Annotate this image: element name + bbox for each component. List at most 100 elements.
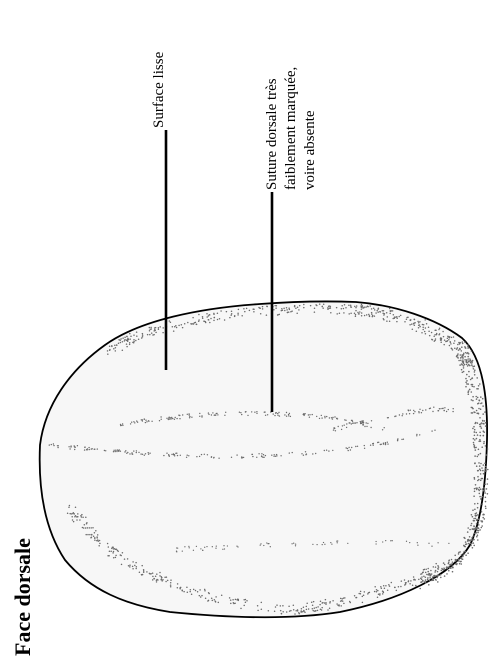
stipple-dot [421,412,422,413]
stipple-dot [262,457,263,458]
stipple-dot [377,596,379,598]
stipple-dot [476,377,478,379]
stipple-dot [429,577,431,579]
stipple-dot [461,563,463,565]
stipple-dot [423,324,425,326]
stipple-dot [413,410,414,411]
stipple-dot [273,413,274,414]
stipple-dot [313,601,315,603]
stipple-dot [405,582,407,584]
stipple-dot [286,412,287,413]
stipple-dot [183,591,185,593]
stipple-dot [476,487,478,489]
stipple-dot [483,490,485,492]
stipple-dot [217,313,219,315]
stipple-dot [341,429,342,430]
stipple-dot [155,332,157,334]
stipple-dot [112,552,114,554]
stipple-dot [474,439,476,441]
stipple-dot [357,312,359,314]
stipple-dot [376,310,378,312]
stipple-dot [204,547,205,548]
stipple-dot [384,588,386,590]
stipple-dot [361,304,363,306]
stipple-dot [251,454,252,455]
stipple-dot [365,306,367,308]
stipple-dot [441,570,443,572]
stipple-dot [193,589,195,591]
stipple-dot [474,374,476,376]
stipple-dot [414,411,415,412]
stipple-dot [442,331,444,333]
stipple-dot [271,455,272,456]
stipple-dot [132,568,134,570]
stipple-dot [469,536,471,538]
stipple-dot [477,534,479,536]
stipple-dot [280,605,282,607]
stipple-dot [436,575,438,577]
stipple-dot [398,316,400,318]
stipple-dot [355,307,357,309]
stipple-dot [152,579,154,581]
stipple-dot [462,343,464,345]
stipple-dot [70,445,71,446]
stipple-dot [273,309,275,311]
stipple-dot [371,312,373,314]
stipple-dot [262,306,264,308]
stipple-dot [347,448,348,449]
stipple-dot [150,327,152,329]
stipple-dot [204,454,205,455]
stipple-dot [164,577,166,579]
stipple-dot [129,453,130,454]
stipple-dot [215,601,217,603]
stipple-dot [91,534,93,536]
stipple-dot [360,421,361,422]
stipple-dot [290,610,292,612]
stipple-dot [374,315,376,317]
stipple-dot [237,546,238,547]
stipple-dot [293,543,294,544]
stipple-dot [363,595,365,597]
stipple-dot [487,478,489,480]
stipple-dot [249,310,251,312]
stipple-dot [423,575,425,577]
stipple-dot [278,412,279,413]
stipple-dot [483,464,485,466]
stipple-dot [151,421,152,422]
stipple-dot [229,597,231,599]
stipple-dot [469,389,471,391]
stipple-dot [187,592,189,594]
stipple-dot [192,317,194,319]
stipple-dot [396,318,398,320]
stipple-dot [122,341,124,343]
stipple-dot [432,576,434,578]
stipple-dot [330,312,332,314]
stipple-dot [208,414,209,415]
stipple-dot [478,518,480,520]
stipple-dot [467,552,469,554]
stipple-dot [447,337,449,339]
stipple-dot [417,545,418,546]
stipple-dot [446,573,448,575]
stipple-dot [161,419,162,420]
stipple-dot [170,586,172,588]
stipple-dot [434,334,436,336]
stipple-dot [136,452,137,453]
stipple-dot [419,434,420,435]
stipple-dot [186,457,187,458]
stipple-dot [350,306,352,308]
stipple-dot [117,551,119,553]
stipple-dot [180,587,182,589]
stipple-dot [437,410,438,411]
stipple-dot [476,523,478,525]
stipple-dot [145,422,146,423]
stipple-dot [438,574,440,576]
stipple-dot [448,543,449,544]
stipple-dot [485,470,487,472]
stipple-dot [346,447,347,448]
stipple-dot [115,451,116,452]
stipple-dot [125,450,126,451]
stipple-dot [295,610,297,612]
stipple-dot [214,599,216,601]
stipple-dot [189,416,190,417]
